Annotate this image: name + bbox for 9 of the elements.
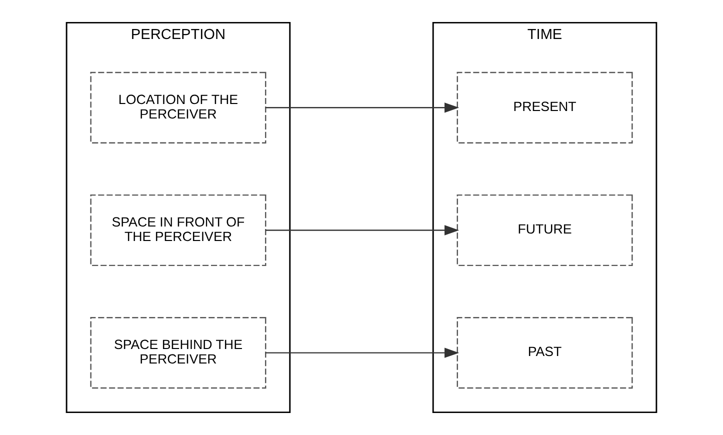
node-box: FUTURE <box>456 194 633 266</box>
node-box: SPACE IN FRONT OF THE PERCEIVER <box>90 194 266 266</box>
node-box: PAST <box>456 317 633 389</box>
arrow <box>266 225 460 236</box>
node-box: PRESENT <box>456 72 633 144</box>
node-box: SPACE BEHIND THE PERCEIVER <box>90 317 266 389</box>
arrow <box>266 102 460 113</box>
node-box: LOCATION OF THE PERCEIVER <box>90 72 266 144</box>
arrow <box>266 348 460 358</box>
